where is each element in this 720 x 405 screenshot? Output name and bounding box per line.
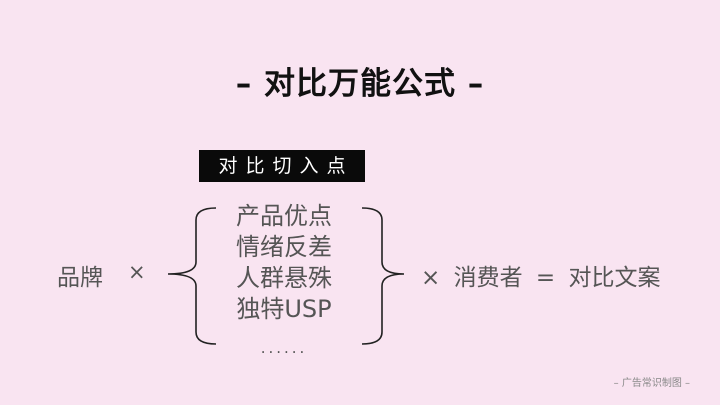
multiply-operator-left: ×: [128, 260, 146, 284]
result-term: 对比文案: [568, 265, 661, 291]
right-curly-brace: [361, 207, 405, 345]
formula-right-side: × 消费者 = 对比文案: [421, 258, 667, 292]
factor-item: 产品优点: [236, 202, 332, 230]
left-curly-brace: [167, 207, 217, 345]
consumer-term: 消费者: [453, 265, 523, 291]
factor-item: 情绪反差: [236, 233, 332, 261]
factor-more-ellipsis: ......: [260, 339, 308, 357]
page-title: – 对比万能公式 –: [235, 66, 485, 102]
brand-term: 品牌: [57, 265, 103, 291]
multiply-operator-right: ×: [421, 265, 441, 291]
factor-item: 独特USP: [236, 295, 332, 323]
factor-list: 产品优点 情绪反差 人群悬殊 独特USP: [219, 201, 349, 325]
comparison-entry-tag: 对比切入点: [199, 150, 365, 182]
footer-credit: – 广告常识制图 –: [613, 378, 690, 389]
equals-operator: =: [535, 265, 556, 291]
factor-item: 人群悬殊: [236, 264, 332, 292]
